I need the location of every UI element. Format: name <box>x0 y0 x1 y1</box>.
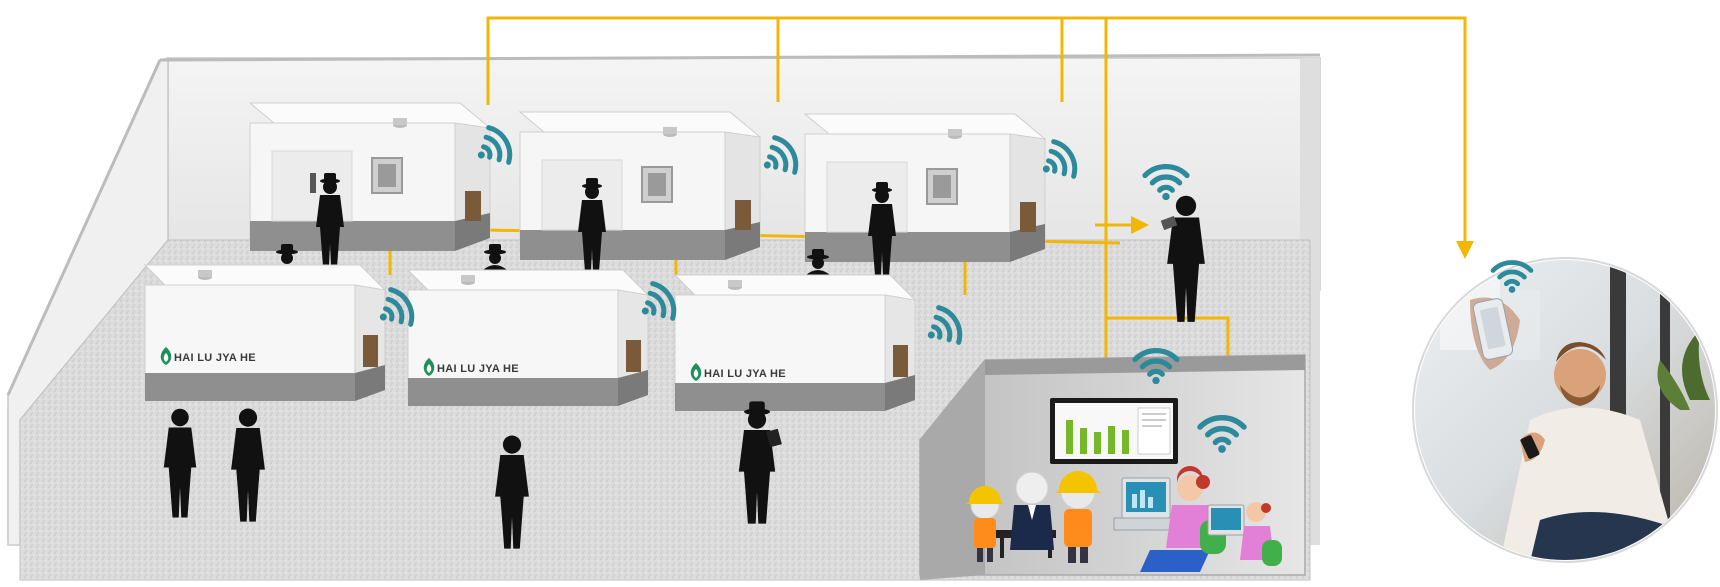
clipboard-icon <box>766 428 782 448</box>
smartphone-icon <box>1520 435 1540 459</box>
machine-m4: HAI LU JYA HE <box>144 264 386 402</box>
worker-silhouettes-floor <box>163 401 782 549</box>
engineer-figure-right <box>1055 471 1101 563</box>
supervisor-with-tablet <box>1145 167 1205 322</box>
brand-logo: HAI LU JYA HE <box>160 347 256 365</box>
computer-monitor-icon <box>1113 477 1179 531</box>
hardhat-icon <box>1055 471 1101 493</box>
machine-m2 <box>519 111 761 261</box>
machine-m5: HAI LU JYA HE <box>407 269 649 407</box>
brand-label: HAI LU JYA HE <box>437 363 519 375</box>
machine-m3 <box>804 113 1046 263</box>
remote-user-photo <box>1412 257 1718 563</box>
manager-figure <box>1010 471 1054 550</box>
wall-monitor-icon <box>1050 398 1178 464</box>
brand-logo: HAI LU JYA HE <box>690 363 786 381</box>
engineer-figure-left <box>966 486 1004 562</box>
tablet-icon <box>1160 215 1178 231</box>
control-office <box>919 351 1306 580</box>
hardhat-icon <box>966 486 1004 504</box>
machine-m1 <box>249 102 491 252</box>
machine-m6: HAI LU JYA HE <box>674 274 916 412</box>
brand-label: HAI LU JYA HE <box>174 352 256 364</box>
computer-monitor-icon-2 <box>1207 504 1245 536</box>
operator-figure-woman-2 <box>1240 502 1282 566</box>
brand-label: HAI LU JYA HE <box>704 368 786 380</box>
brand-logo: HAI LU JYA HE <box>423 358 519 376</box>
